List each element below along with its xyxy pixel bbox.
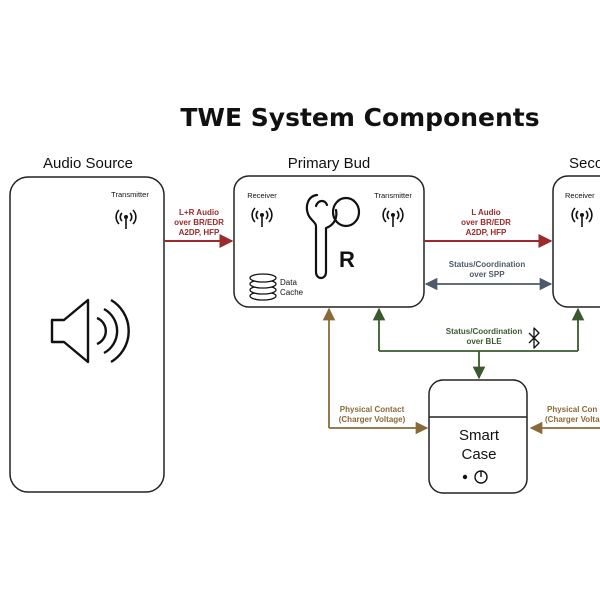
indicator-dot <box>462 474 468 480</box>
antenna-icon <box>571 207 593 227</box>
physical-right-line2: (Charger Voltag <box>545 415 600 424</box>
antenna-icon <box>382 207 404 227</box>
database-icon <box>249 273 277 301</box>
source-link-line1: L+R Audio <box>179 208 219 217</box>
speaker-icon <box>50 298 130 364</box>
bluetooth-icon <box>528 327 540 349</box>
ble-link-line2: over BLE <box>466 337 502 346</box>
physical-left-line1: Physical Contact <box>340 405 405 414</box>
physical-link-left <box>322 307 429 435</box>
secondary-bud-box <box>552 175 600 308</box>
primary-transmitter-label: Transmitter <box>374 191 412 200</box>
earbud-icon <box>305 193 361 280</box>
spp-link-line2: over SPP <box>469 270 505 279</box>
physical-left-line2: (Charger Voltage) <box>339 415 406 424</box>
secondary-receiver-label: Receiver <box>565 191 595 200</box>
l-audio-line2: over BR/EDR <box>461 218 511 227</box>
audio-source-label: Audio Source <box>43 155 133 172</box>
ble-link <box>372 307 585 380</box>
antenna-icon <box>115 209 137 229</box>
data-cache-label-line2: Cache <box>280 288 304 297</box>
smart-case-label-line1: Smart <box>459 427 500 444</box>
secondary-bud-label: Seco <box>569 155 600 172</box>
source-link-line2: over BR/EDR <box>174 218 224 227</box>
smart-case-box <box>428 379 528 494</box>
antenna-icon <box>251 207 273 227</box>
l-audio-line1: L Audio <box>471 208 500 217</box>
power-button-icon <box>474 470 488 484</box>
spp-link-line1: Status/Coordination <box>449 260 526 269</box>
primary-bud-label: Primary Bud <box>288 155 371 172</box>
bud-letter: R <box>339 247 355 272</box>
source-link-line3: A2DP, HFP <box>179 228 220 237</box>
smart-case-label-line2: Case <box>461 446 496 463</box>
physical-right-line1: Physical Con <box>547 405 597 414</box>
primary-receiver-label: Receiver <box>247 191 277 200</box>
diagram-title: TWE System Components <box>180 103 539 132</box>
audio-source-transmitter-label: Transmitter <box>111 190 149 199</box>
l-audio-line3: A2DP, HFP <box>466 228 507 237</box>
data-cache-label-line1: Data <box>280 278 297 287</box>
ble-link-line1: Status/Coordination <box>446 327 523 336</box>
